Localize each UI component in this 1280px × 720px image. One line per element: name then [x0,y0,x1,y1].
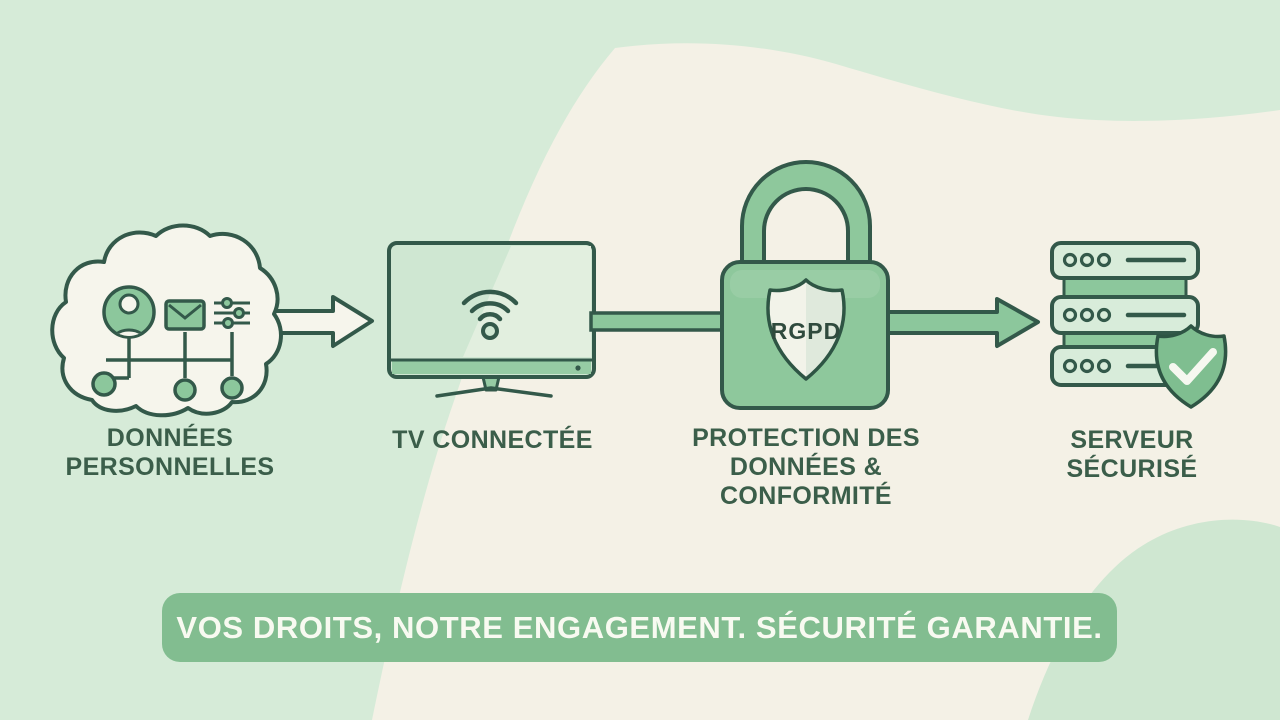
checkmark-icon [1169,348,1217,385]
label-line: CONFORMITÉ [719,482,893,510]
tv-icon [387,241,596,398]
label-line: PROTECTION DES [692,424,920,452]
step-label-donnees-personnelles: DONNÉES PERSONNELLES [55,424,285,482]
sliders-icon [214,297,250,329]
check-shield-icon [1154,324,1228,409]
label-line: PERSONNELLES [65,453,275,481]
label-line: DONNÉES & [729,453,883,481]
wifi-icon [461,289,519,340]
banner: VOS DROITS, NOTRE ENGAGEMENT. SÉCURITÉ G… [162,593,1117,662]
connector-line [589,311,727,332]
label-line: SÉCURISÉ [1066,455,1198,483]
lock-icon: RGPD [720,160,890,410]
banner-text: VOS DROITS, NOTRE ENGAGEMENT. SÉCURITÉ G… [176,609,1103,645]
rgpd-label: RGPD [771,318,841,344]
step-label-protection-donnees: PROTECTION DES DONNÉES & CONFORMITÉ [676,424,936,511]
step-label-tv-connectee: TV CONNECTÉE [375,426,610,455]
cloud-icon [50,223,283,418]
server-icon [1050,241,1228,409]
rgpd-shield-icon: RGPD [766,278,846,381]
corner-blob [1028,519,1280,720]
envelope-icon [164,299,206,331]
label-line: SERVEUR [1070,426,1194,454]
step-label-serveur-securise: SERVEUR SÉCURISÉ [1047,426,1217,484]
server-unit [1050,295,1200,335]
arrow-lock-to-server-icon [882,297,1040,348]
data-nodes [91,332,244,402]
label-line: DONNÉES [106,424,234,452]
user-icon [102,285,156,339]
server-unit [1050,241,1200,280]
label-line: TV CONNECTÉE [392,426,593,454]
